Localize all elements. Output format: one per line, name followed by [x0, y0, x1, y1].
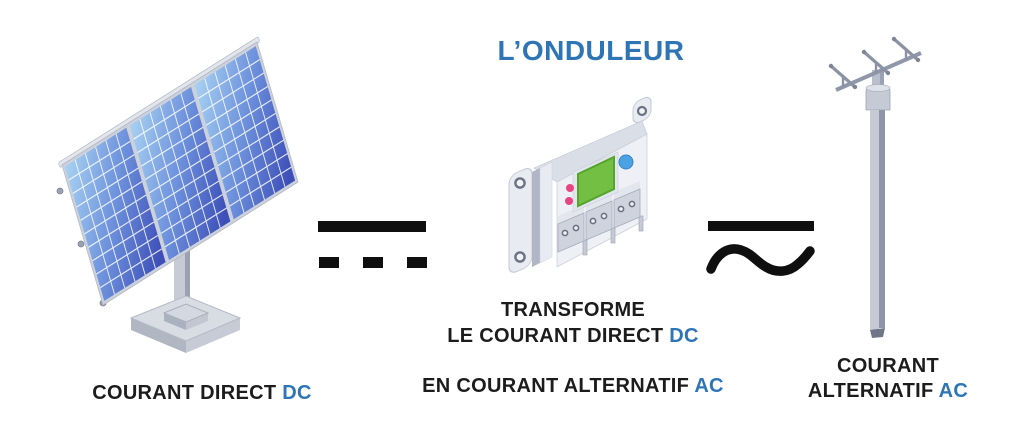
panel-bolt — [77, 240, 85, 248]
inverter-illustration — [508, 96, 652, 273]
diagram-title: L’ONDULEUR — [497, 35, 685, 66]
terminal-block — [613, 181, 641, 229]
grid-caption: COURANT ALTERNATIF AC — [788, 354, 988, 404]
grid-caption-line1: COURANT — [836, 355, 940, 377]
dc-symbol-icon — [318, 221, 427, 268]
solar-panel-caption: COURANT DIRECT DC — [42, 381, 362, 406]
crossarm — [828, 36, 921, 90]
status-led-icon — [565, 197, 573, 205]
caption-text: COURANT DIRECT — [92, 382, 277, 404]
inverter-description-line3: EN COURANT ALTERNATIF AC — [422, 375, 724, 397]
grid-caption-line2: ALTERNATIF AC — [807, 380, 969, 402]
inverter-description-line1: TRANSFORME — [500, 299, 646, 321]
screw-hole-icon — [636, 105, 648, 117]
ac-symbol-icon — [706, 221, 815, 276]
inverter-description-line2: LE COURANT DIRECT DC — [447, 325, 699, 347]
screw-hole-icon — [514, 177, 526, 189]
panel-bolt — [56, 187, 64, 195]
inverter-description: TRANSFORME LE COURANT DIRECT DC EN COURA… — [403, 297, 743, 399]
solar-panel-illustration — [56, 36, 299, 353]
status-led-icon — [566, 184, 574, 192]
lcd-screen — [577, 155, 615, 208]
caption-accent: DC — [282, 382, 312, 404]
power-pole-illustration — [828, 36, 922, 338]
screw-hole-icon — [514, 251, 526, 263]
inverter-button — [618, 154, 634, 170]
